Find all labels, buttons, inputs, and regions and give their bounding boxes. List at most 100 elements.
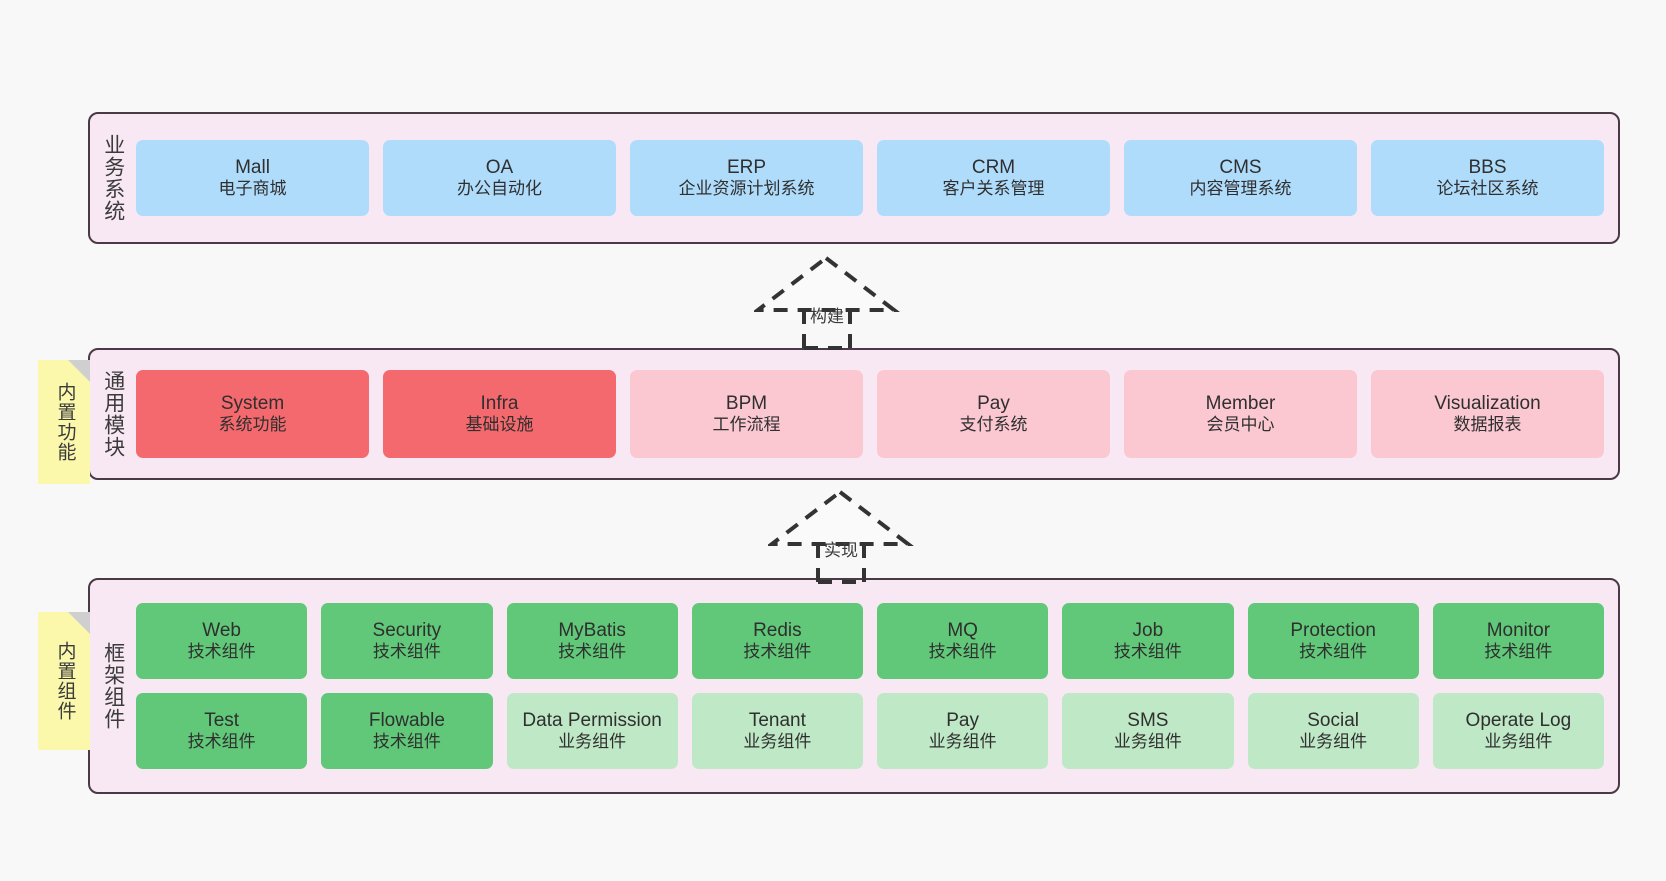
node-pay-module[interactable]: Pay 支付系统 bbox=[877, 370, 1110, 458]
layer-body-business-systems: Mall 电子商城 OA 办公自动化 ERP 企业资源计划系统 CRM 客户关系… bbox=[136, 114, 1618, 242]
node-row: System 系统功能 Infra 基础设施 BPM 工作流程 Pay 支付系统… bbox=[136, 370, 1604, 458]
connector-label-implement: 实现 bbox=[824, 541, 858, 560]
node-subtitle: 数据报表 bbox=[1453, 415, 1522, 435]
node-subtitle: 论坛社区系统 bbox=[1436, 179, 1539, 199]
node-title: Data Permission bbox=[522, 710, 662, 732]
node-subtitle: 业务组件 bbox=[1299, 732, 1368, 752]
node-title: ERP bbox=[726, 157, 767, 179]
node-mybatis[interactable]: MyBatis 技术组件 bbox=[506, 603, 678, 679]
node-subtitle: 技术组件 bbox=[1484, 642, 1553, 662]
node-subtitle: 业务组件 bbox=[928, 732, 997, 752]
node-pay-component[interactable]: Pay 业务组件 bbox=[877, 693, 1049, 769]
generalization-arrow-icon bbox=[752, 255, 900, 350]
node-title: CMS bbox=[1219, 157, 1262, 179]
node-cms[interactable]: CMS 内容管理系统 bbox=[1124, 140, 1357, 216]
node-subtitle: 支付系统 bbox=[959, 415, 1028, 435]
node-title: Web bbox=[202, 620, 241, 642]
node-bbs[interactable]: BBS 论坛社区系统 bbox=[1371, 140, 1604, 216]
node-test[interactable]: Test 技术组件 bbox=[136, 693, 308, 769]
node-subtitle: 系统功能 bbox=[218, 415, 287, 435]
node-mall[interactable]: Mall 电子商城 bbox=[136, 140, 369, 216]
node-redis[interactable]: Redis 技术组件 bbox=[691, 603, 863, 679]
node-title: OA bbox=[485, 157, 514, 179]
node-bpm[interactable]: BPM 工作流程 bbox=[630, 370, 863, 458]
note-label: 内置组件 bbox=[54, 641, 76, 721]
layer-title-framework-components: 框架组件 bbox=[101, 642, 125, 730]
node-title: Mall bbox=[235, 157, 270, 179]
node-subtitle: 技术组件 bbox=[372, 642, 441, 662]
note-fold-corner-icon bbox=[68, 360, 90, 382]
node-subtitle: 业务组件 bbox=[1113, 732, 1182, 752]
node-title: System bbox=[220, 393, 285, 415]
node-protection[interactable]: Protection 技术组件 bbox=[1247, 603, 1419, 679]
note-builtin-function[interactable]: 内置功能 bbox=[38, 360, 90, 484]
node-title: Test bbox=[204, 710, 240, 732]
node-member[interactable]: Member 会员中心 bbox=[1124, 370, 1357, 458]
node-title: Tenant bbox=[748, 710, 806, 732]
node-security[interactable]: Security 技术组件 bbox=[321, 603, 493, 679]
layer-body-common-modules: System 系统功能 Infra 基础设施 BPM 工作流程 Pay 支付系统… bbox=[136, 350, 1618, 478]
node-row: Mall 电子商城 OA 办公自动化 ERP 企业资源计划系统 CRM 客户关系… bbox=[136, 140, 1604, 216]
node-subtitle: 技术组件 bbox=[1299, 642, 1368, 662]
node-subtitle: 业务组件 bbox=[558, 732, 627, 752]
node-tenant[interactable]: Tenant 业务组件 bbox=[691, 693, 863, 769]
node-subtitle: 技术组件 bbox=[558, 642, 627, 662]
note-builtin-component[interactable]: 内置组件 bbox=[38, 612, 90, 750]
node-oa[interactable]: OA 办公自动化 bbox=[383, 140, 616, 216]
node-subtitle: 业务组件 bbox=[1484, 732, 1553, 752]
node-subtitle: 技术组件 bbox=[743, 642, 812, 662]
connector-label-build: 构建 bbox=[810, 307, 844, 326]
node-title: MyBatis bbox=[558, 620, 626, 642]
node-title: Operate Log bbox=[1465, 710, 1572, 732]
node-subtitle: 业务组件 bbox=[743, 732, 812, 752]
node-crm[interactable]: CRM 客户关系管理 bbox=[877, 140, 1110, 216]
layer-common-modules[interactable]: 通用模块 System 系统功能 Infra 基础设施 BPM 工作流程 Pay… bbox=[88, 348, 1620, 480]
layer-title-common-modules: 通用模块 bbox=[101, 370, 125, 458]
node-flowable[interactable]: Flowable 技术组件 bbox=[321, 693, 493, 769]
connector-build: 构建 bbox=[752, 254, 904, 350]
node-subtitle: 技术组件 bbox=[187, 732, 256, 752]
node-title: BBS bbox=[1468, 157, 1507, 179]
node-job[interactable]: Job 技术组件 bbox=[1062, 603, 1234, 679]
layer-body-framework-components: Web 技术组件 Security 技术组件 MyBatis 技术组件 Redi… bbox=[136, 580, 1618, 792]
node-title: SMS bbox=[1127, 710, 1169, 732]
node-title: Infra bbox=[480, 393, 519, 415]
node-title: Pay bbox=[946, 710, 979, 732]
node-title: Member bbox=[1205, 393, 1276, 415]
node-title: Monitor bbox=[1486, 620, 1551, 642]
node-subtitle: 技术组件 bbox=[187, 642, 256, 662]
node-title: CRM bbox=[971, 157, 1016, 179]
generalization-arrow-icon bbox=[766, 489, 914, 584]
node-subtitle: 技术组件 bbox=[1113, 642, 1182, 662]
node-title: Redis bbox=[753, 620, 802, 642]
node-subtitle: 企业资源计划系统 bbox=[678, 179, 815, 199]
node-title: Social bbox=[1307, 710, 1359, 732]
node-sms[interactable]: SMS 业务组件 bbox=[1062, 693, 1234, 769]
node-infra[interactable]: Infra 基础设施 bbox=[383, 370, 616, 458]
node-social[interactable]: Social 业务组件 bbox=[1247, 693, 1419, 769]
node-operate-log[interactable]: Operate Log 业务组件 bbox=[1432, 693, 1604, 769]
node-system[interactable]: System 系统功能 bbox=[136, 370, 369, 458]
node-subtitle: 基础设施 bbox=[465, 415, 534, 435]
node-row: Test 技术组件 Flowable 技术组件 Data Permission … bbox=[136, 693, 1604, 769]
node-subtitle: 技术组件 bbox=[928, 642, 997, 662]
node-data-permission[interactable]: Data Permission 业务组件 bbox=[506, 693, 678, 769]
node-row: Web 技术组件 Security 技术组件 MyBatis 技术组件 Redi… bbox=[136, 603, 1604, 679]
node-title: Pay bbox=[977, 393, 1010, 415]
node-subtitle: 办公自动化 bbox=[457, 179, 542, 199]
note-fold-corner-icon bbox=[68, 612, 90, 634]
layer-framework-components[interactable]: 框架组件 Web 技术组件 Security 技术组件 MyBatis 技术组件… bbox=[88, 578, 1620, 794]
node-visualization[interactable]: Visualization 数据报表 bbox=[1371, 370, 1604, 458]
node-web[interactable]: Web 技术组件 bbox=[136, 603, 308, 679]
layer-business-systems[interactable]: 业务系统 Mall 电子商城 OA 办公自动化 ERP 企业资源计划系统 CRM… bbox=[88, 112, 1620, 244]
node-title: Visualization bbox=[1434, 393, 1541, 415]
node-monitor[interactable]: Monitor 技术组件 bbox=[1432, 603, 1604, 679]
node-erp[interactable]: ERP 企业资源计划系统 bbox=[630, 140, 863, 216]
node-title: Job bbox=[1132, 620, 1164, 642]
node-subtitle: 会员中心 bbox=[1206, 415, 1275, 435]
connector-implement: 实现 bbox=[766, 488, 918, 584]
node-mq[interactable]: MQ 技术组件 bbox=[877, 603, 1049, 679]
layer-title-business-systems: 业务系统 bbox=[101, 134, 125, 222]
node-title: MQ bbox=[947, 620, 978, 642]
